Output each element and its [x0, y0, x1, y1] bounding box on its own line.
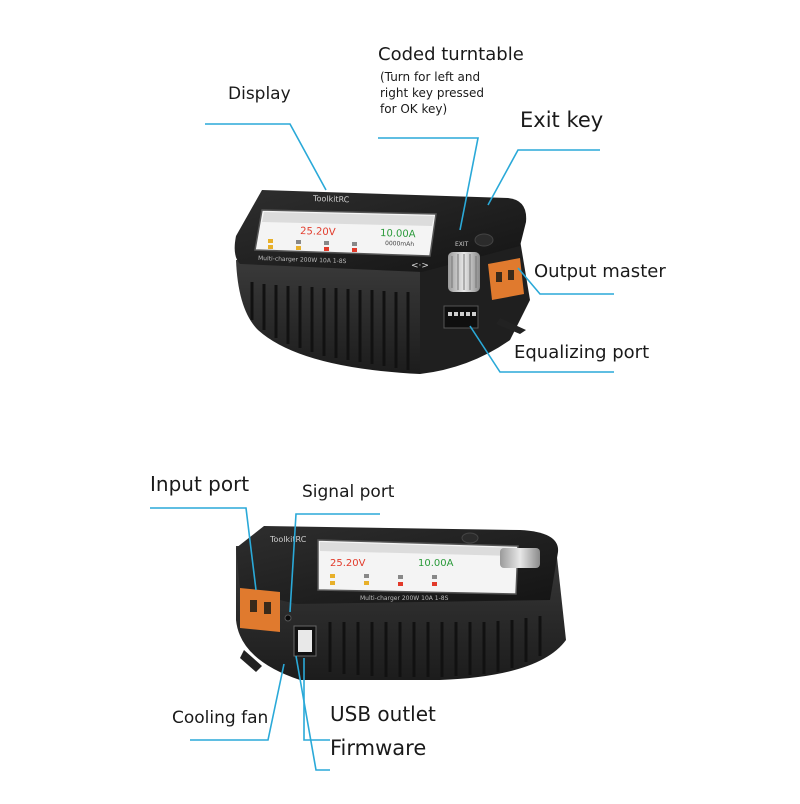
- leader-usb-outlet: [303, 658, 330, 741]
- charger-bottom-view: ToolkitRC 25.20V 10.00A Multi-charger 20…: [236, 526, 566, 680]
- model-label: Multi-charger 200W 10A 1-8S: [258, 255, 347, 265]
- usb-outlet[interactable]: [293, 625, 317, 657]
- charger-body-front: [236, 260, 420, 374]
- screen-header: [262, 212, 434, 226]
- label-exit-key: Exit key: [520, 108, 604, 132]
- stand-foot: [496, 318, 526, 334]
- label-display: Display: [228, 84, 291, 104]
- screen-current: 10.00A: [380, 228, 416, 240]
- screen-header-rear: [320, 542, 516, 556]
- cooling-fins-top: [250, 282, 410, 370]
- leader-exit-key: [487, 149, 600, 206]
- screen-voltage: 25.20V: [300, 226, 336, 238]
- stand-foot-rear: [240, 650, 262, 672]
- exit-key-button-rear[interactable]: [461, 532, 479, 544]
- callout-leader-lines: [150, 123, 614, 771]
- input-port[interactable]: [240, 588, 280, 632]
- charger-top-view: ToolkitRC 25.20V 10.00A 0000mAh Multi-ch…: [234, 190, 530, 374]
- leader-display: [205, 123, 327, 191]
- brand-label-rear: ToolkitRC: [269, 535, 307, 544]
- label-output-master: Output master: [534, 261, 666, 282]
- leader-input-port: [150, 507, 257, 591]
- leader-signal-port: [289, 513, 380, 613]
- brand-label: ToolkitRC: [312, 194, 350, 204]
- label-firmware: Firmware: [330, 736, 427, 760]
- coded-turntable-knob-rear[interactable]: [500, 548, 540, 568]
- knob-arrows-icon: <·>: [411, 261, 429, 271]
- label-signal-port: Signal port: [302, 482, 395, 502]
- cell-indicators: [268, 239, 357, 252]
- label-input-port: Input port: [150, 472, 250, 496]
- leader-output-master: [517, 267, 614, 295]
- label-usb-outlet: USB outlet: [330, 702, 436, 726]
- screen-current-rear: 10.00A: [418, 558, 454, 569]
- output-master-port[interactable]: [488, 258, 524, 300]
- signal-port[interactable]: [284, 614, 292, 622]
- label-coded-turntable-note: (Turn for left and right key pressed for…: [380, 70, 485, 116]
- leader-equalizing-port: [469, 325, 614, 373]
- model-label-rear: Multi-charger 200W 10A 1-8S: [360, 595, 449, 602]
- cooling-fins-bottom: [328, 616, 542, 677]
- leader-firmware: [295, 655, 330, 771]
- coded-turntable-knob[interactable]: [448, 252, 480, 292]
- cell-indicators-rear: [330, 574, 437, 586]
- label-coded-turntable: Coded turntable: [378, 44, 524, 65]
- label-cooling-fan: Cooling fan: [172, 708, 269, 728]
- exit-key-label: EXIT: [455, 241, 469, 248]
- screen-voltage-rear: 25.20V: [330, 558, 366, 569]
- screen-capacity: 0000mAh: [385, 240, 414, 248]
- leader-turntable: [378, 137, 479, 231]
- exit-key-button[interactable]: [474, 233, 494, 247]
- label-equalizing-port: Equalizing port: [514, 342, 650, 363]
- leader-cooling-fan: [190, 663, 285, 741]
- equalizing-port[interactable]: [443, 305, 479, 329]
